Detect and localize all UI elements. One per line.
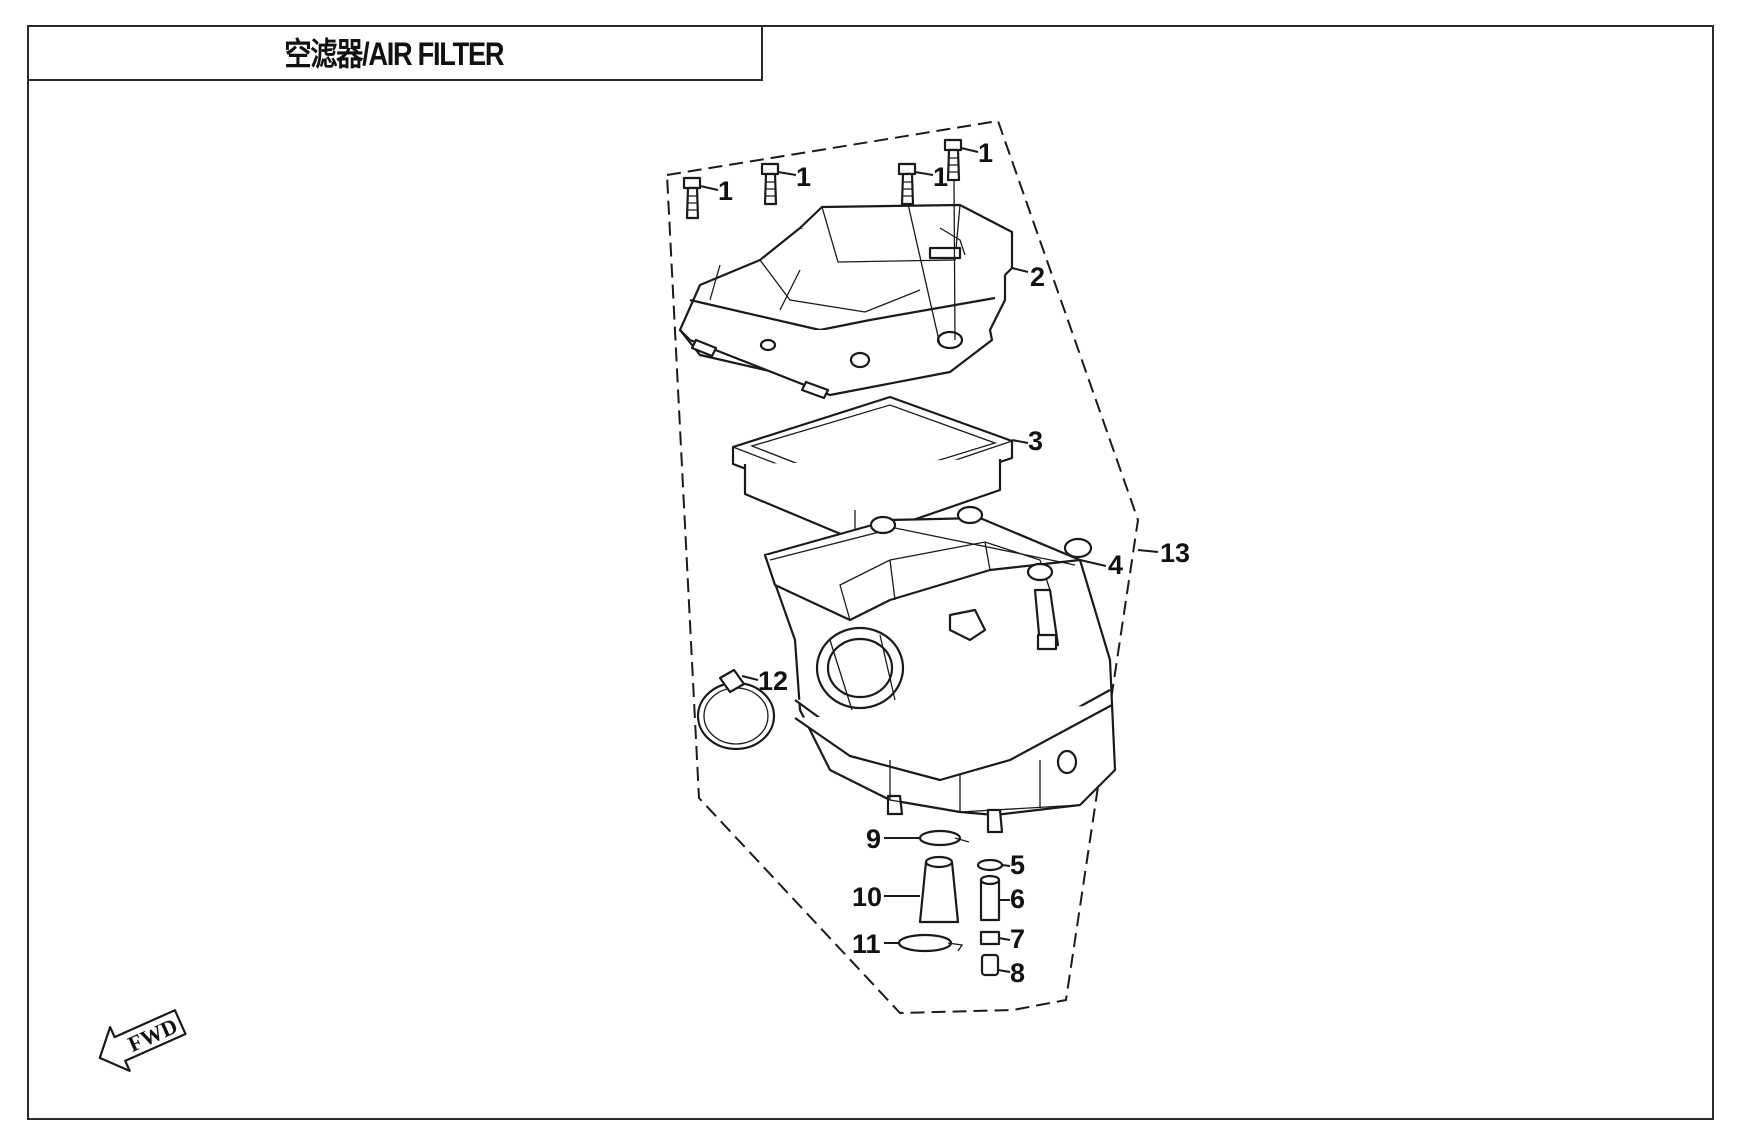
air-filter-housing xyxy=(763,505,1117,834)
drain-tube-10 xyxy=(918,855,960,924)
callout-7: 7 xyxy=(1010,924,1025,954)
plug-8 xyxy=(980,953,1000,977)
callout-8: 8 xyxy=(1010,958,1025,988)
callout-13: 13 xyxy=(1160,538,1190,568)
title-box: 空滤器/AIR FILTER xyxy=(27,25,763,81)
bolt-1b xyxy=(760,162,780,206)
callout-4: 4 xyxy=(1108,550,1123,580)
callout-12: 12 xyxy=(758,666,788,696)
clip-11 xyxy=(897,933,964,953)
clip-7 xyxy=(979,930,1001,946)
bolt-1d xyxy=(943,138,963,182)
assembly-boundary xyxy=(665,119,1140,1015)
callout-1a: 1 xyxy=(718,176,733,206)
leader-lines xyxy=(699,147,1159,973)
page-title: 空滤器/AIR FILTER xyxy=(284,36,505,72)
callout-11: 11 xyxy=(852,929,881,959)
bolt-1c xyxy=(897,162,917,206)
callout-5: 5 xyxy=(1010,850,1025,880)
tube-6 xyxy=(979,874,1001,922)
air-filter-cover xyxy=(678,203,1014,400)
drawing-frame xyxy=(27,25,1714,1120)
callout-10: 10 xyxy=(852,882,882,912)
callout-1d: 1 xyxy=(978,138,993,168)
callout-1c: 1 xyxy=(933,162,948,192)
callout-6: 6 xyxy=(1010,884,1025,914)
callout-9: 9 xyxy=(866,824,881,854)
forward-arrow-icon: FWD xyxy=(98,1009,187,1072)
hose-clamp xyxy=(696,668,776,751)
clip-5 xyxy=(976,858,1004,872)
filter-element xyxy=(731,395,1014,542)
clip-9 xyxy=(918,829,970,847)
callout-3: 3 xyxy=(1028,426,1043,456)
bolt-1a xyxy=(682,176,702,220)
callout-1b: 1 xyxy=(796,162,811,192)
callout-2: 2 xyxy=(1030,262,1045,292)
